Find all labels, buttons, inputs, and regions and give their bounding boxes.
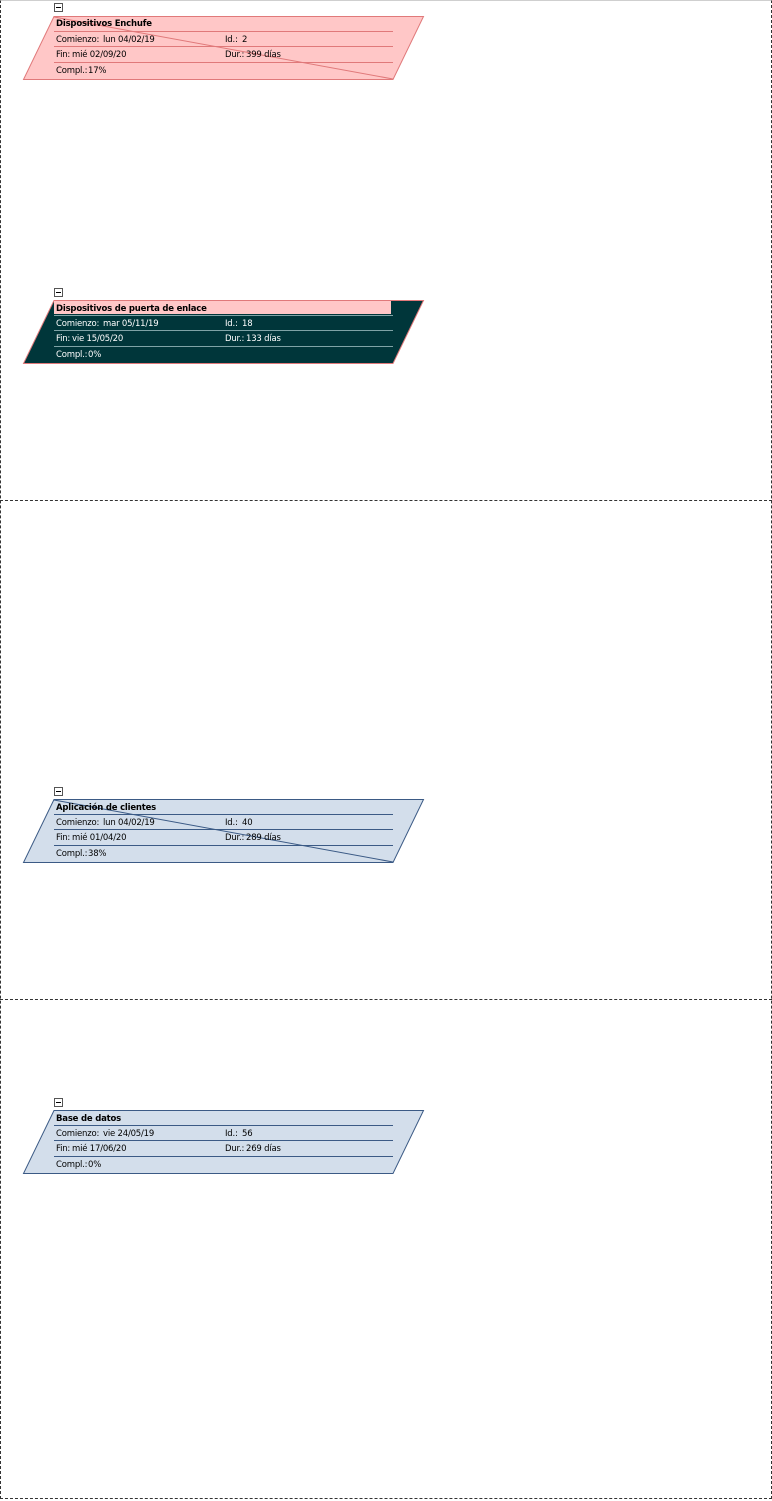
finish-label: Fin: [56, 50, 71, 60]
complete-label: Compl.: [56, 350, 88, 360]
task-parallelogram [22, 300, 425, 364]
task-strike-line [53, 16, 394, 80]
start-label: Comienzo: [56, 319, 100, 329]
finish-label: Fin: [56, 1144, 71, 1154]
finish-value: vie 15/05/20 [72, 334, 124, 344]
task-title: Dispositivos Enchufe [56, 19, 152, 29]
duration-label: Dur.: [225, 50, 245, 60]
id-value: 2 [242, 35, 248, 45]
task-strike-line [53, 799, 394, 863]
task-shape [22, 300, 425, 364]
collapse-toggle-icon[interactable] [54, 1098, 63, 1107]
collapse-toggle-icon[interactable] [54, 288, 63, 297]
task-shape [22, 1110, 425, 1174]
id-value: 18 [242, 319, 253, 329]
duration-value: 269 días [246, 1144, 281, 1154]
task-node[interactable]: Aplicación de clientes Comienzo: lun 04/… [22, 799, 425, 863]
complete-value: 0% [88, 1160, 102, 1170]
id-value: 56 [242, 1129, 253, 1139]
id-label: Id.: [225, 319, 238, 329]
id-label: Id.: [225, 35, 238, 45]
task-node[interactable]: Dispositivos Enchufe Comienzo: lun 04/02… [22, 16, 425, 80]
duration-value: 133 días [246, 334, 281, 344]
collapse-toggle-icon[interactable] [54, 787, 63, 796]
start-value: mar 05/11/19 [103, 319, 159, 329]
start-label: Comienzo: [56, 35, 100, 45]
finish-value: mié 02/09/20 [72, 50, 127, 60]
start-value: lun 04/02/19 [103, 35, 155, 45]
finish-label: Fin: [56, 334, 71, 344]
page-break [0, 999, 772, 1000]
duration-label: Dur.: [225, 833, 245, 843]
finish-label: Fin: [56, 833, 71, 843]
start-label: Comienzo: [56, 1129, 100, 1139]
task-title: Base de datos [56, 1114, 121, 1124]
duration-label: Dur.: [225, 334, 245, 344]
collapse-toggle-icon[interactable] [54, 3, 63, 12]
duration-value: 289 días [246, 833, 281, 843]
duration-label: Dur.: [225, 1144, 245, 1154]
start-value: lun 04/02/19 [103, 818, 155, 828]
start-value: vie 24/05/19 [103, 1129, 155, 1139]
task-title-background [54, 301, 391, 314]
task-shape [22, 799, 425, 863]
id-label: Id.: [225, 818, 238, 828]
task-node[interactable]: Dispositivos de puerta de enlace Comienz… [22, 300, 425, 364]
task-node[interactable]: Base de datos Comienzo: vie 24/05/19 Id.… [22, 1110, 425, 1174]
complete-label: Compl.: [56, 849, 88, 859]
complete-value: 38% [88, 849, 107, 859]
duration-value: 399 días [246, 50, 281, 60]
complete-value: 17% [88, 66, 107, 76]
complete-label: Compl.: [56, 1160, 88, 1170]
id-value: 40 [242, 818, 253, 828]
page-break [0, 500, 772, 501]
task-parallelogram [22, 1110, 425, 1174]
finish-value: mié 17/06/20 [72, 1144, 127, 1154]
finish-value: mié 01/04/20 [72, 833, 127, 843]
id-label: Id.: [225, 1129, 238, 1139]
complete-value: 0% [88, 350, 102, 360]
task-title: Dispositivos de puerta de enlace [56, 304, 207, 314]
task-shape [22, 16, 425, 80]
task-title: Aplicación de clientes [56, 803, 157, 813]
complete-label: Compl.: [56, 66, 88, 76]
start-label: Comienzo: [56, 818, 100, 828]
